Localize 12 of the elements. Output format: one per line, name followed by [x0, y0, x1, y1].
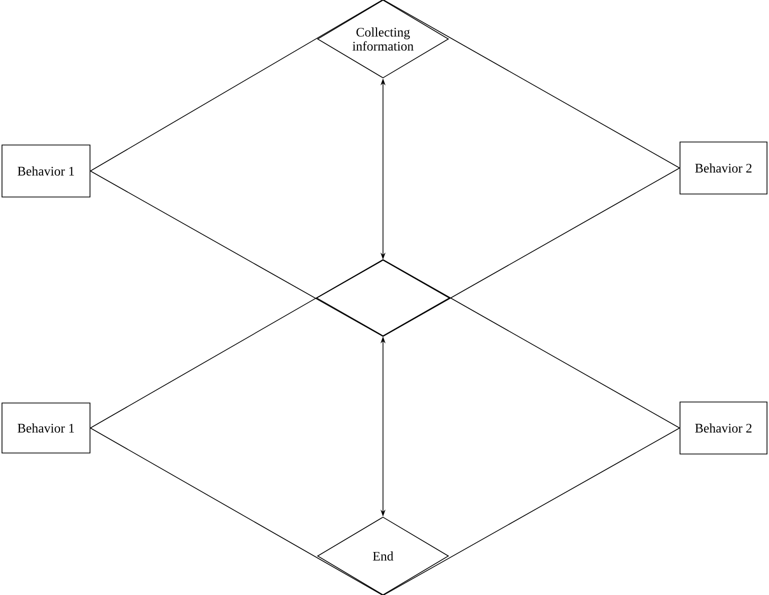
connector-line	[90, 259, 384, 428]
process-box: Behavior 2	[680, 402, 768, 454]
process-box: Behavior 1	[2, 144, 90, 198]
process-box: Behavior 1	[2, 402, 90, 454]
connector-line	[90, 428, 384, 595]
connector-line	[382, 0, 680, 168]
connector-line	[382, 428, 680, 595]
connector-line	[382, 259, 680, 428]
connector-line	[382, 168, 680, 337]
process-box: Behavior 2	[680, 142, 768, 194]
connector-line	[90, 0, 384, 172]
connector-line	[90, 170, 384, 337]
